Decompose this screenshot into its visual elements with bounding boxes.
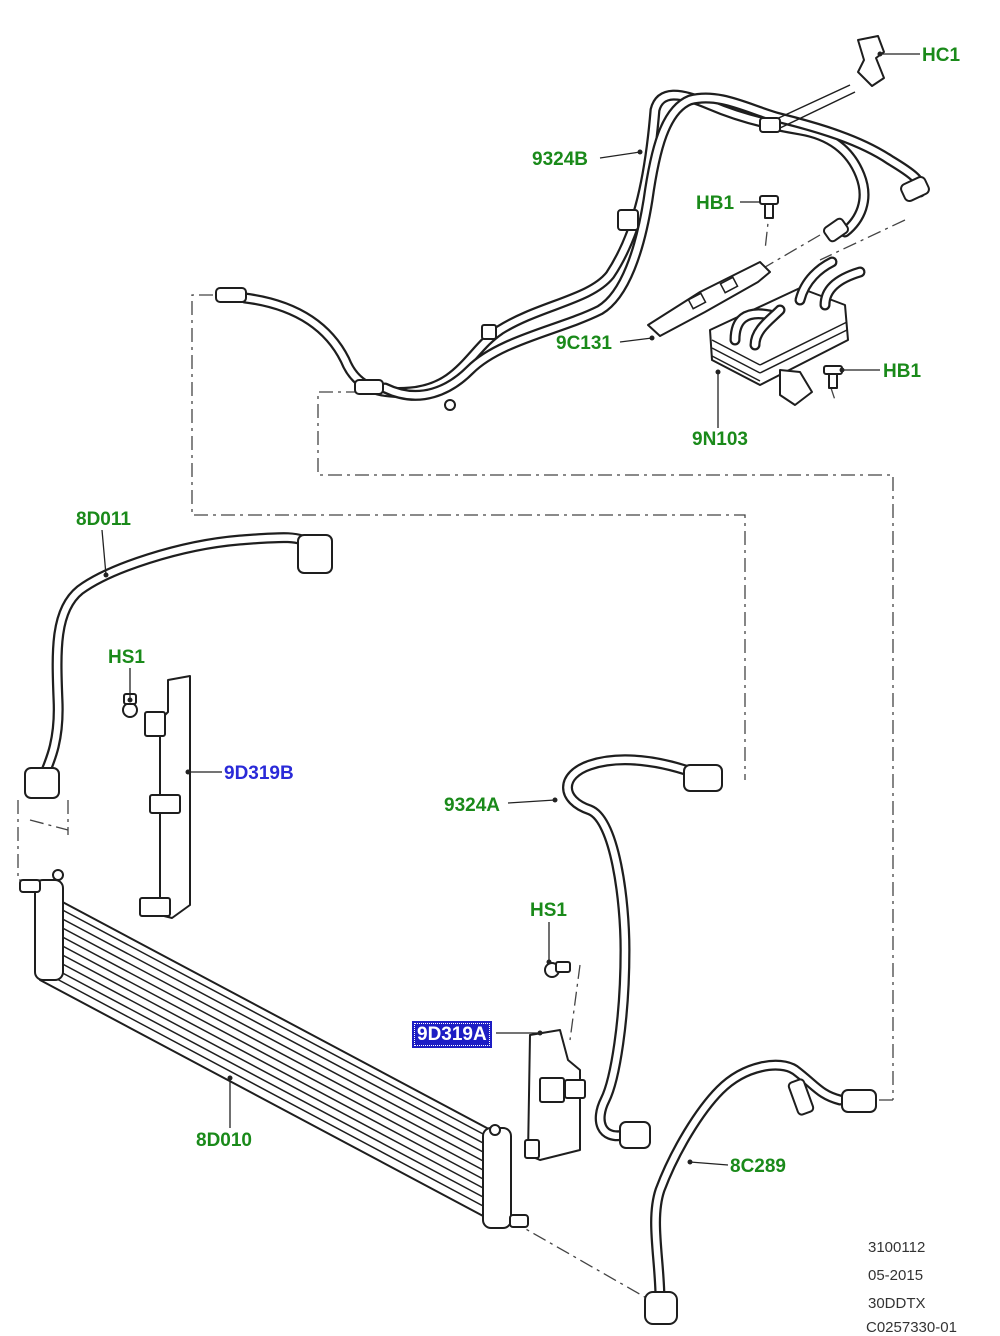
hose-9324b	[215, 84, 930, 411]
callout-hs1-mid[interactable]: HS1	[530, 900, 567, 921]
drawing-code: 30DDTX	[868, 1295, 926, 1312]
drawing-date: 05-2015	[868, 1267, 924, 1284]
bolt-hb1-top	[759, 195, 779, 219]
callout-8d011[interactable]: 8D011	[76, 509, 131, 530]
callout-9d319a[interactable]: 9D319A	[412, 1021, 492, 1048]
callout-hb1-right[interactable]: HB1	[883, 361, 922, 382]
callout-9d319b[interactable]: 9D319B	[224, 763, 294, 784]
callout-8d010[interactable]: 8D010	[196, 1130, 252, 1151]
leader-lines	[101, 51, 920, 1166]
drawing-ref: C0257330-01	[866, 1319, 957, 1336]
bracket-9d319a	[524, 1029, 586, 1161]
bracket-9d319b	[139, 675, 191, 919]
hose-9324a	[562, 754, 723, 1149]
hose-8c289	[644, 1059, 877, 1325]
callout-9c131[interactable]: 9C131	[556, 333, 612, 354]
callout-hb1-top[interactable]: HB1	[696, 193, 735, 214]
bolt-hb1-right	[823, 365, 843, 389]
callout-9n103[interactable]: 9N103	[692, 429, 748, 450]
oil-cooler-9n103	[709, 256, 866, 406]
callout-9324b[interactable]: 9324B	[532, 149, 588, 170]
callout-hc1[interactable]: HC1	[922, 45, 961, 66]
callout-9324a[interactable]: 9324A	[444, 795, 500, 816]
bolt-hs1-left	[122, 693, 138, 718]
clip-hc1	[857, 35, 885, 87]
callout-8c289[interactable]: 8C289	[730, 1156, 786, 1177]
hose-8d011	[24, 532, 333, 799]
cooler-8d010	[19, 869, 529, 1229]
bracket-9c131	[647, 261, 771, 337]
drawing-number: 3100112	[868, 1239, 926, 1256]
bolt-hs1-mid	[544, 961, 571, 978]
callout-hs1-left[interactable]: HS1	[108, 647, 145, 668]
